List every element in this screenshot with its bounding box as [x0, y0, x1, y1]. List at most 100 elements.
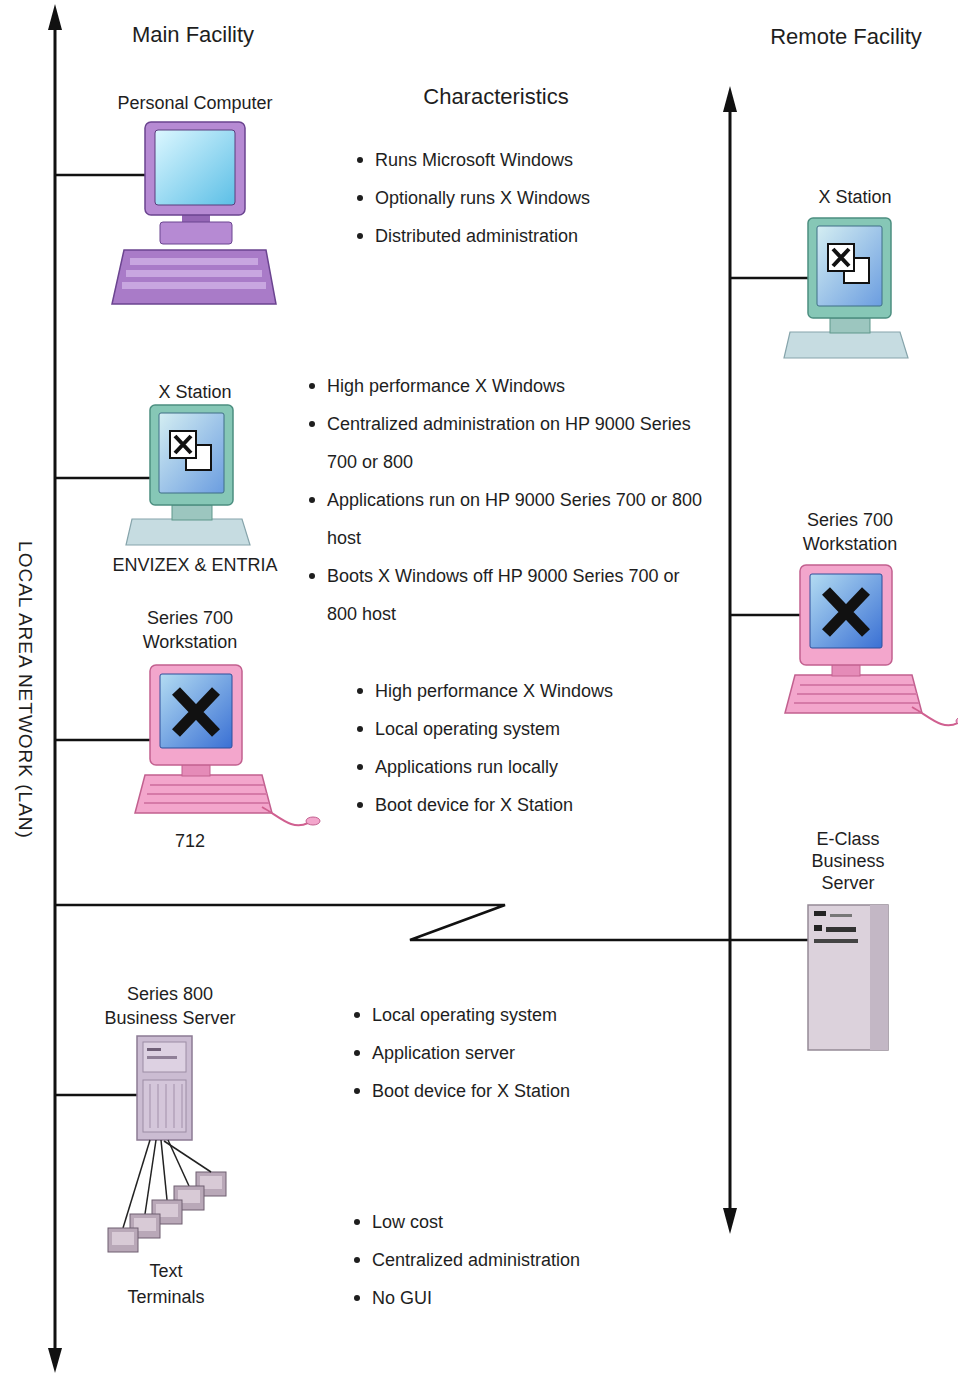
bullet-dot	[354, 1219, 360, 1225]
device-node: Series 700 Workstation 712	[110, 606, 270, 853]
characteristic-item: Boot device for X Station	[354, 1072, 570, 1110]
section-heading: Remote Facility	[770, 24, 922, 50]
characteristic-text: Boots X Windows off HP 9000 Series 700 o…	[327, 566, 680, 624]
illustration-part	[54, 24, 57, 1352]
characteristic-text: Applications run on HP 9000 Series 700 o…	[327, 490, 702, 548]
illustration-part	[808, 905, 888, 1050]
characteristic-text: Centralized administration on HP 9000 Se…	[327, 414, 691, 472]
illustration-part	[48, 4, 62, 30]
illustration-part	[143, 1042, 186, 1072]
device-node: Text Terminals	[104, 1172, 228, 1310]
device-node: Series 800 Business Server	[90, 982, 250, 1141]
bullet-dot	[309, 573, 315, 579]
bullet-dot	[354, 1257, 360, 1263]
characteristic-item: Local operating system	[354, 996, 570, 1034]
illustration-part	[814, 911, 826, 916]
personal-computer-icon	[112, 122, 276, 304]
bullet-dot	[357, 688, 363, 694]
illustration-part	[147, 1056, 177, 1059]
device-label: Series 700 Workstation	[780, 508, 920, 556]
characteristic-item: No GUI	[354, 1279, 580, 1317]
characteristics-list: Low costCentralized administration No GUI	[354, 1203, 580, 1317]
illustration-part	[814, 939, 858, 943]
characteristic-text: High performance X Windows	[375, 681, 613, 701]
illustration-part	[870, 905, 888, 1050]
illustration-part	[55, 174, 145, 177]
bullet-dot	[357, 802, 363, 808]
device-label: Series 800 Business Server	[95, 982, 245, 1030]
illustration-part	[48, 1348, 62, 1373]
characteristic-text: Low cost	[372, 1212, 443, 1232]
illustration-part	[161, 1140, 167, 1200]
illustration-part	[730, 614, 800, 617]
illustration-part	[168, 1140, 189, 1186]
characteristic-item: Boot device for X Station	[357, 786, 613, 824]
characteristics-list: High performance X WindowsCentralized ad…	[309, 367, 707, 633]
illustration-part	[730, 277, 808, 280]
bullet-dot	[309, 383, 315, 389]
characteristic-item: Low cost	[354, 1203, 580, 1241]
characteristic-text: Application server	[372, 1043, 515, 1063]
characteristic-text: Distributed administration	[375, 226, 578, 246]
illustration-part	[814, 925, 822, 931]
illustration-part	[155, 130, 235, 205]
section-heading: Characteristics	[423, 84, 568, 110]
characteristic-text: Boot device for X Station	[375, 795, 573, 815]
illustration-part	[723, 86, 737, 112]
illustration-part	[729, 108, 732, 1212]
characteristic-item: Boots X Windows off HP 9000 Series 700 o…	[309, 557, 707, 633]
network-label: LOCAL AREA NETWORK (LAN)	[14, 541, 37, 839]
illustration-part	[55, 905, 808, 940]
characteristic-text: Boot device for X Station	[372, 1081, 570, 1101]
bullet-dot	[357, 726, 363, 732]
bullet-dot	[354, 1295, 360, 1301]
device-label: Series 700 Workstation	[120, 606, 260, 654]
characteristic-text: Runs Microsoft Windows	[375, 150, 573, 170]
characteristics-list: Runs Microsoft WindowsOptionally runs X …	[357, 141, 590, 255]
illustration-part	[55, 1094, 137, 1097]
illustration-part	[137, 1036, 192, 1140]
device-label: X Station	[158, 379, 231, 405]
bullet-dot	[357, 157, 363, 163]
characteristic-text: Optionally runs X Windows	[375, 188, 590, 208]
network-wire	[55, 175, 808, 1095]
device-label: Personal Computer	[117, 90, 272, 116]
characteristic-item: Runs Microsoft Windows	[357, 141, 590, 179]
section-heading: Main Facility	[132, 22, 254, 48]
workstation-icon	[785, 565, 958, 725]
characteristic-item: High performance X Windows	[357, 672, 613, 710]
characteristic-item: Local operating system	[357, 710, 613, 748]
illustration-part	[112, 250, 276, 304]
e-class-server-icon	[808, 905, 888, 1050]
characteristics-list: High performance X WindowsLocal operatin…	[357, 672, 613, 824]
device-node: E-Class Business Server	[790, 828, 906, 1055]
characteristic-text: No GUI	[372, 1288, 432, 1308]
bullet-dot	[354, 1012, 360, 1018]
x-station-icon	[126, 405, 250, 545]
characteristic-item: Optionally runs X Windows	[357, 179, 590, 217]
illustration-part	[55, 477, 150, 480]
illustration-part	[112, 1232, 134, 1245]
bullet-dot	[354, 1088, 360, 1094]
characteristics-list: Local operating systemApplication server…	[354, 996, 570, 1110]
bullet-dot	[357, 233, 363, 239]
illustration-part	[130, 258, 258, 265]
characteristic-item: Applications run locally	[357, 748, 613, 786]
cable-connector	[164, 1141, 211, 1172]
illustration-part	[723, 1208, 737, 1234]
characteristic-text: High performance X Windows	[327, 376, 565, 396]
workstation-icon	[135, 665, 320, 825]
characteristic-item: Centralized administration	[354, 1241, 580, 1279]
illustration-part	[55, 739, 150, 742]
lan-bus	[48, 4, 62, 1373]
illustration-part	[160, 222, 232, 244]
characteristic-item: Application server	[354, 1034, 570, 1072]
bullet-dot	[357, 764, 363, 770]
illustration-part	[126, 270, 262, 277]
business-server-icon	[137, 1036, 192, 1140]
illustration-part	[122, 282, 266, 289]
illustration-part	[145, 122, 245, 215]
characteristic-text: Local operating system	[375, 719, 560, 739]
x-station-icon	[784, 218, 908, 358]
device-label: 712	[175, 829, 205, 853]
